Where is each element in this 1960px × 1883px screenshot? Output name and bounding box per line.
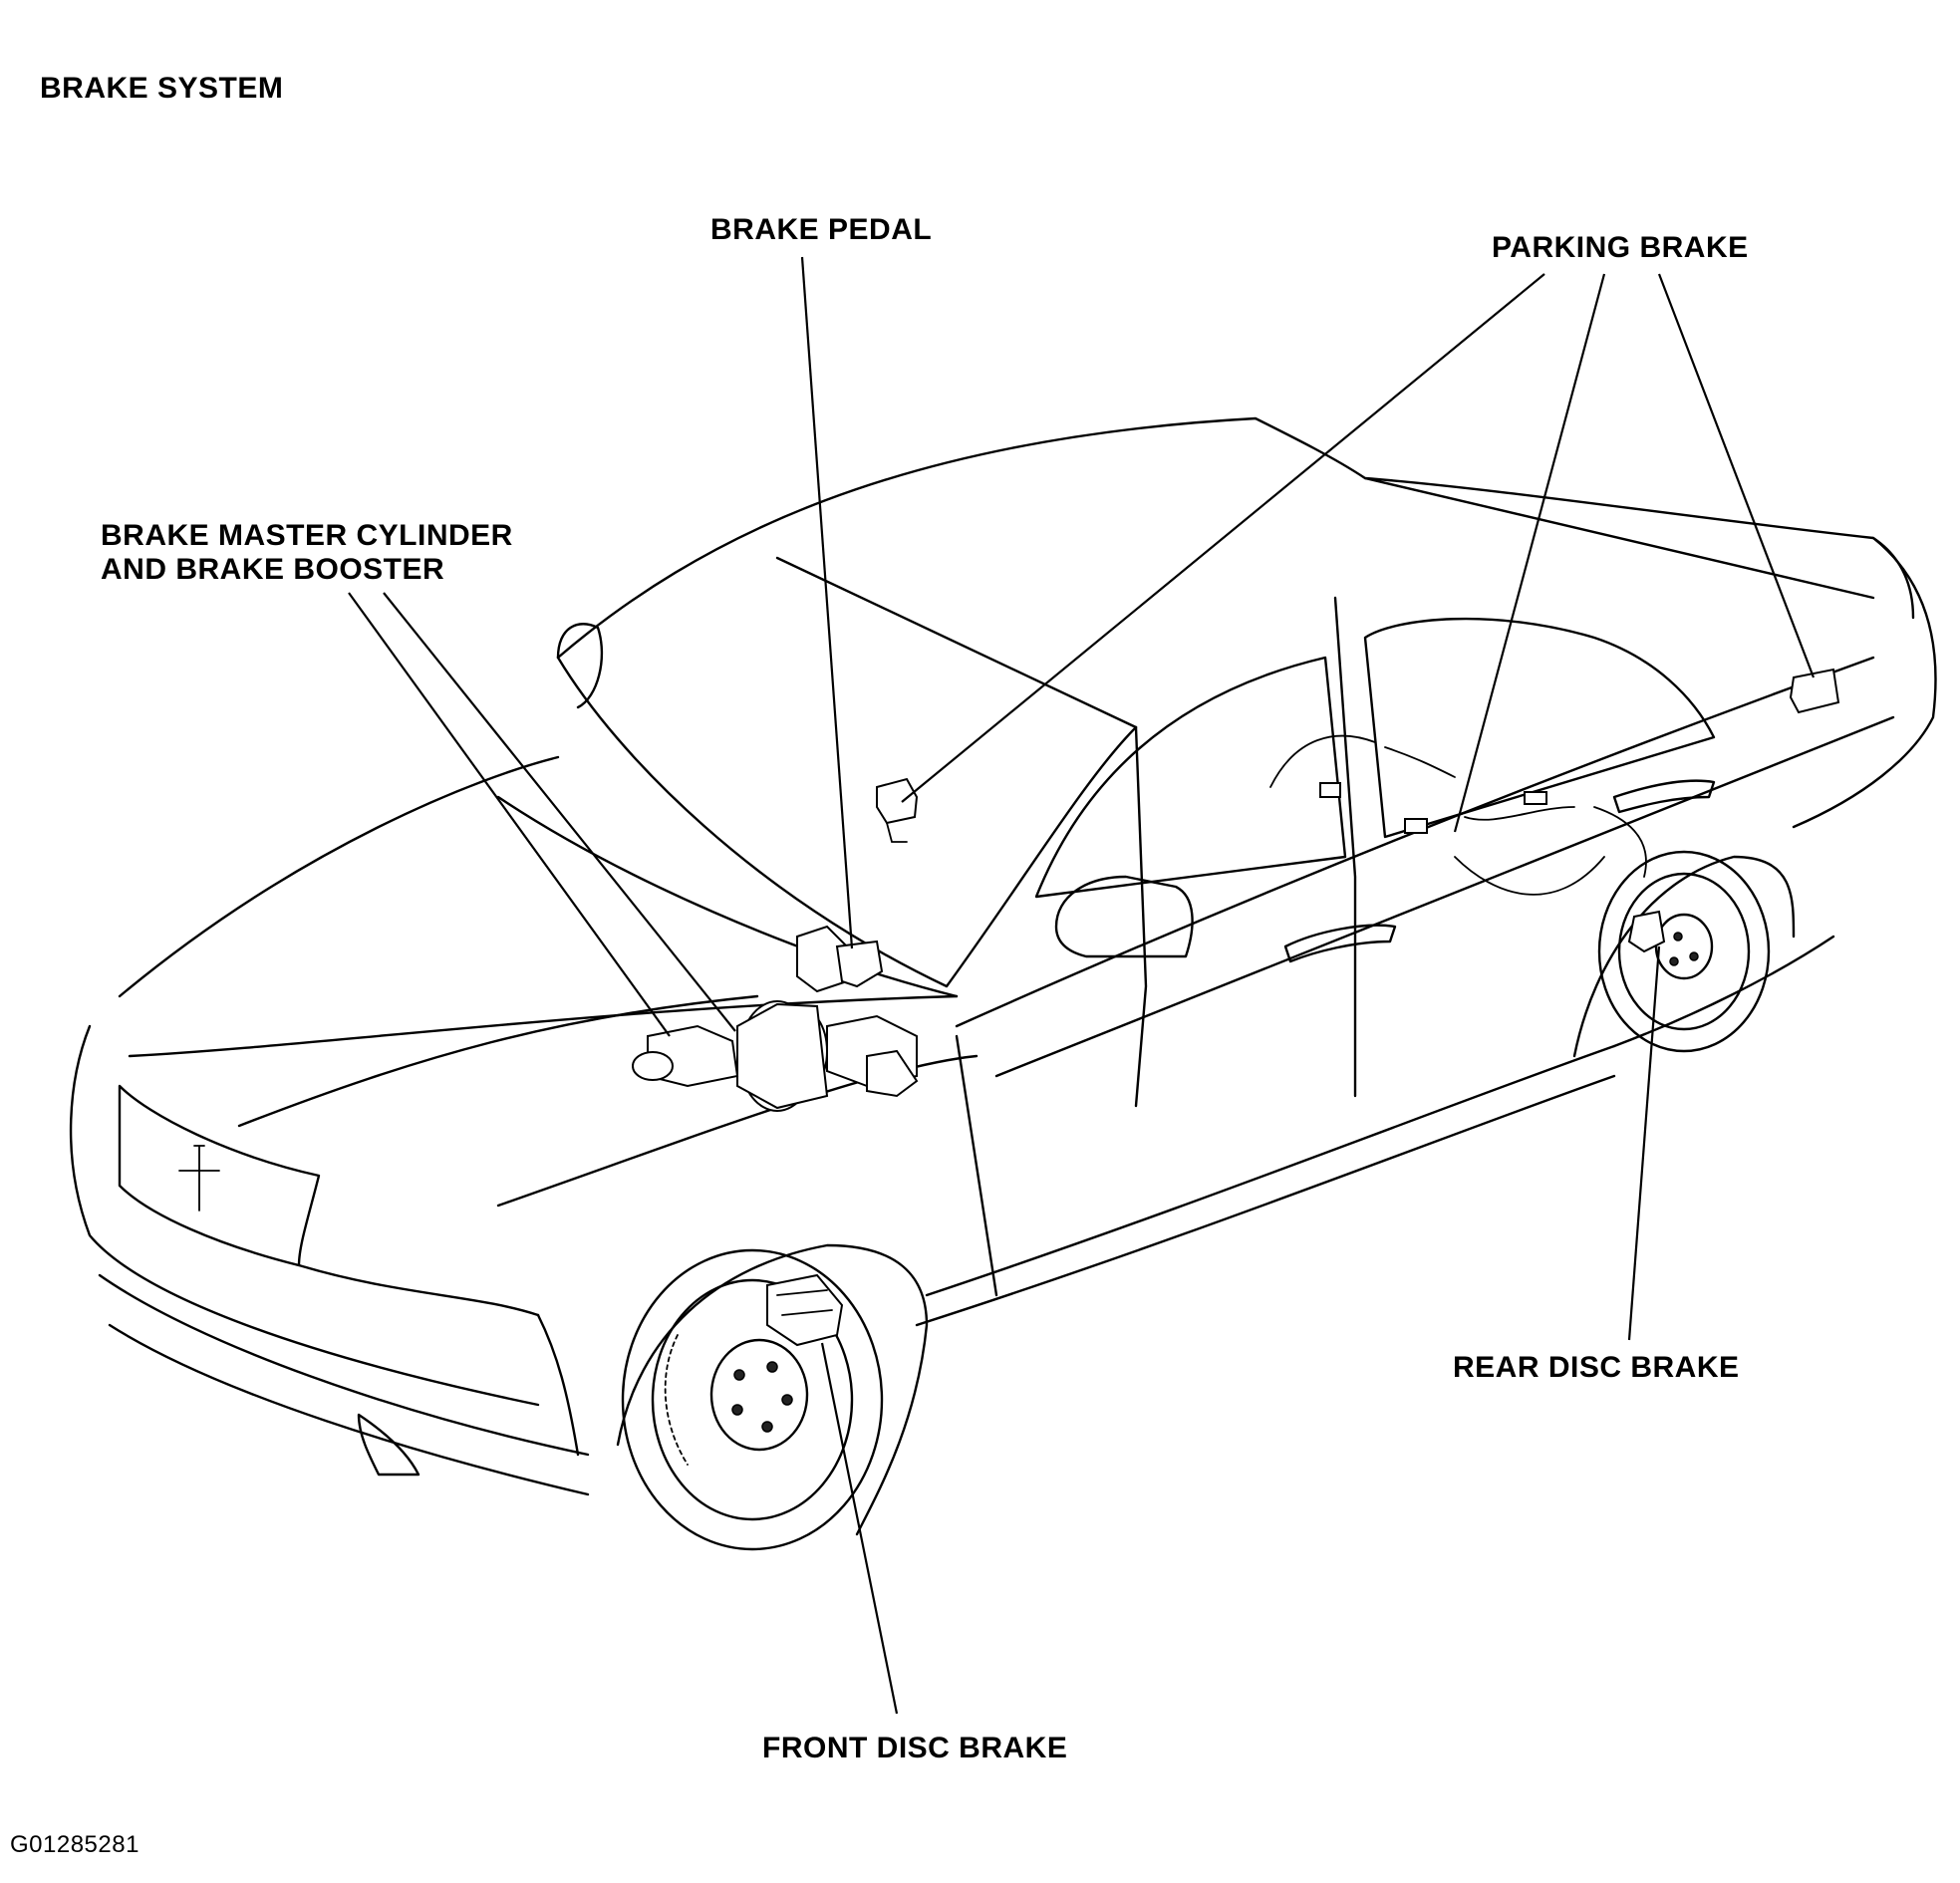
label-brake-pedal: BRAKE PEDAL [710,213,933,246]
parking-brake-pedal [876,777,919,843]
label-master-cylinder-line1: BRAKE MASTER CYLINDER [101,519,513,552]
figure-id: G01285281 [10,1831,140,1858]
leader-lines [348,256,1816,1715]
label-parking-brake: PARKING BRAKE [1492,231,1749,264]
parking-brake-rear-module [1789,668,1840,714]
label-front-disc-brake: FRONT DISC BRAKE [762,1732,1068,1764]
front-wheel [616,1243,929,1551]
page-title: BRAKE SYSTEM [40,72,284,105]
brake-booster-assembly [632,1000,919,1112]
label-master-cylinder-line2: AND BRAKE BOOSTER [101,552,445,586]
rear-wheel [1572,850,1796,1058]
brake-pedal-assembly [796,925,884,993]
label-master-cylinder: BRAKE MASTER CYLINDER AND BRAKE BOOSTER [101,519,513,586]
label-rear-disc-brake: REAR DISC BRAKE [1453,1351,1740,1384]
parking-brake-cable [1269,734,1647,896]
car-body [69,416,1937,1496]
